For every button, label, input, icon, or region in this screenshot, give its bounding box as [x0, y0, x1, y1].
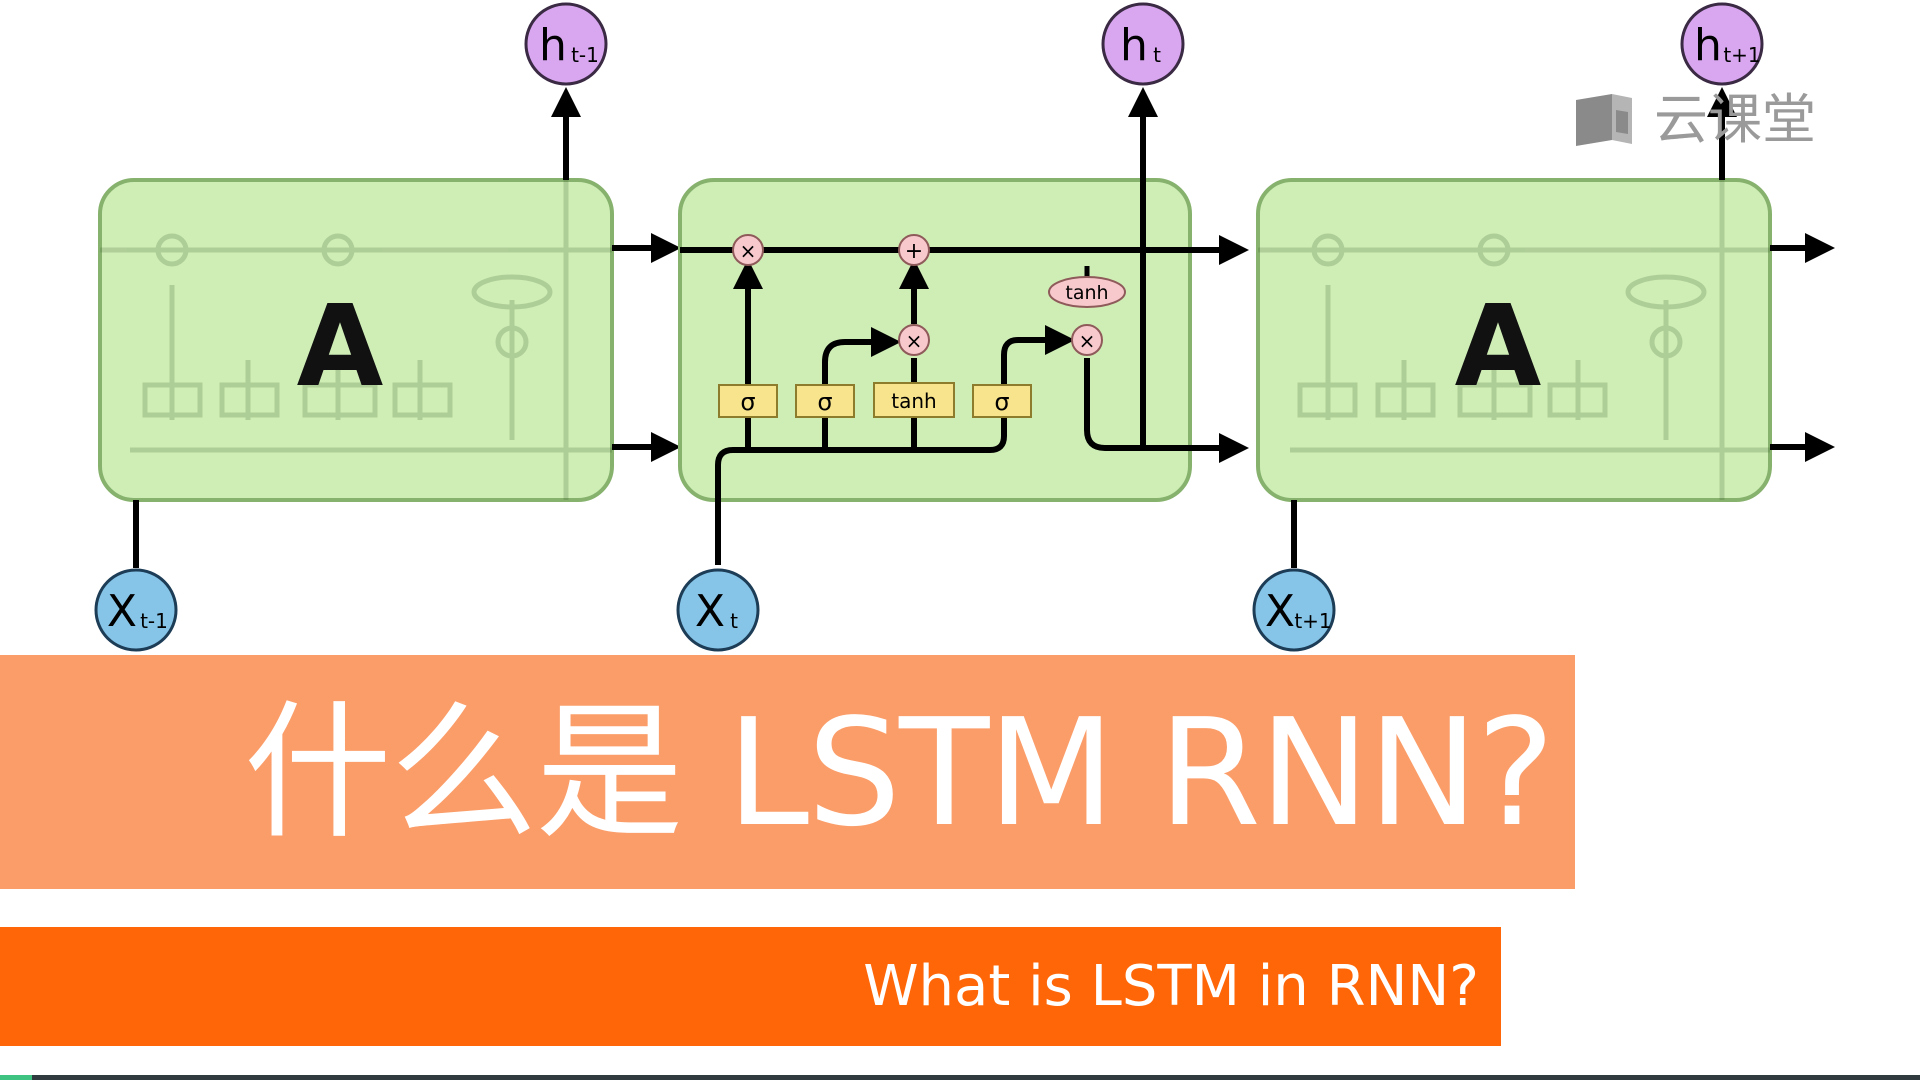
input-node-prev: X t-1 — [94, 568, 178, 652]
op-add: + — [898, 234, 930, 266]
svg-text:σ: σ — [740, 388, 755, 416]
gate-forget: σ — [718, 384, 778, 418]
op-input-multiply: × — [898, 324, 930, 356]
lstm-cell-next: A — [1256, 87, 1835, 568]
svg-text:h: h — [1120, 20, 1148, 71]
faded-cell-internals-next — [1258, 180, 1770, 500]
slide-subtitle: What is LSTM in RNN? — [863, 954, 1479, 1019]
cell-label-next: A — [1455, 282, 1542, 412]
svg-text:×: × — [1079, 329, 1096, 353]
lstm-cell-prev: A — [98, 87, 681, 568]
svg-text:h: h — [539, 20, 567, 71]
op-forget-multiply: × — [732, 234, 764, 266]
output-node-prev: h t-1 — [524, 2, 608, 86]
output-node-next: h t+1 — [1680, 2, 1764, 86]
op-cell-tanh: tanh — [1048, 276, 1126, 308]
svg-text:σ: σ — [817, 388, 832, 416]
svg-text:×: × — [740, 239, 757, 263]
video-progress-fill — [0, 1075, 32, 1080]
svg-text:σ: σ — [994, 388, 1009, 416]
svg-text:h: h — [1694, 20, 1722, 71]
slide-title: 什么是 LSTM RNN? — [243, 687, 1555, 859]
lstm-cell-current: σ σ tanh σ × + — [678, 87, 1249, 565]
video-progress-track[interactable] — [0, 1075, 1920, 1080]
input-path — [715, 325, 1075, 565]
svg-text:t+1: t+1 — [1294, 609, 1331, 633]
svg-text:tanh: tanh — [891, 389, 936, 413]
output-node-current: h t — [1101, 2, 1185, 86]
svg-text:t: t — [730, 609, 738, 633]
svg-text:t-1: t-1 — [140, 609, 168, 633]
input-node-next: X t+1 — [1252, 568, 1336, 652]
svg-text:t: t — [1153, 43, 1161, 67]
svg-text:tanh: tanh — [1065, 282, 1108, 304]
book-icon — [1576, 94, 1632, 146]
svg-text:×: × — [906, 329, 923, 353]
svg-text:+: + — [905, 239, 923, 264]
svg-text:X: X — [1265, 586, 1295, 637]
gate-output: σ — [972, 384, 1032, 418]
svg-text:t+1: t+1 — [1723, 43, 1760, 67]
cell-label-prev: A — [297, 282, 384, 412]
lstm-chain-diagram: A — [94, 2, 1835, 652]
gate-candidate-tanh: tanh — [873, 382, 955, 418]
gate-input: σ — [795, 384, 855, 418]
title-banner: 什么是 LSTM RNN? — [0, 655, 1575, 889]
faded-cell-internals-prev — [100, 180, 612, 500]
op-output-multiply: × — [1071, 324, 1103, 356]
subtitle-banner: What is LSTM in RNN? — [0, 927, 1501, 1046]
svg-text:t-1: t-1 — [571, 43, 599, 67]
svg-text:X: X — [107, 586, 137, 637]
input-node-current: X t — [676, 568, 760, 652]
watermark-text: 云课堂 — [1654, 88, 1816, 151]
svg-text:X: X — [695, 586, 725, 637]
watermark: 云课堂 — [1572, 80, 1822, 160]
